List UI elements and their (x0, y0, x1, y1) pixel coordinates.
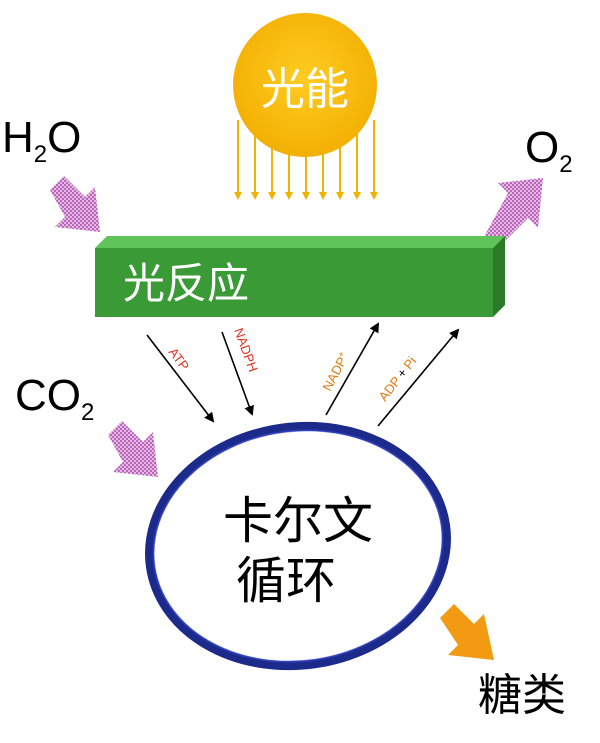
o2-label: O2 (525, 123, 573, 178)
adp-pi-label: ADP+Pi (376, 354, 420, 404)
calvin-cycle-line2: 循环 (236, 552, 336, 610)
o2-output-arrow (485, 178, 543, 248)
co2-label: CO2 (15, 371, 94, 426)
calvin-cycle-ring (145, 421, 451, 671)
nadp-label: NADP+ (319, 349, 353, 393)
atp-arrow (146, 334, 215, 423)
h2o-label: H2O (2, 113, 81, 168)
adp-arrow (377, 328, 460, 427)
transfer-arrows (146, 322, 460, 427)
h2o-input-arrow (50, 176, 100, 232)
light-reaction-bar (95, 236, 505, 317)
nadph-label: NADPH (231, 326, 261, 374)
calvin-cycle-line1: 卡尔文 (223, 492, 373, 550)
nadp-arrow (325, 322, 379, 416)
atp-label: ATP (166, 345, 193, 373)
sun-label: 光能 (261, 64, 349, 115)
sugar-output-arrow (440, 604, 494, 660)
nadph-arrow (221, 331, 254, 416)
sun-icon (233, 13, 377, 157)
light-reaction-label: 光反应 (123, 259, 249, 308)
sugar-label: 糖类 (478, 670, 566, 721)
co2-input-arrow (108, 421, 158, 477)
